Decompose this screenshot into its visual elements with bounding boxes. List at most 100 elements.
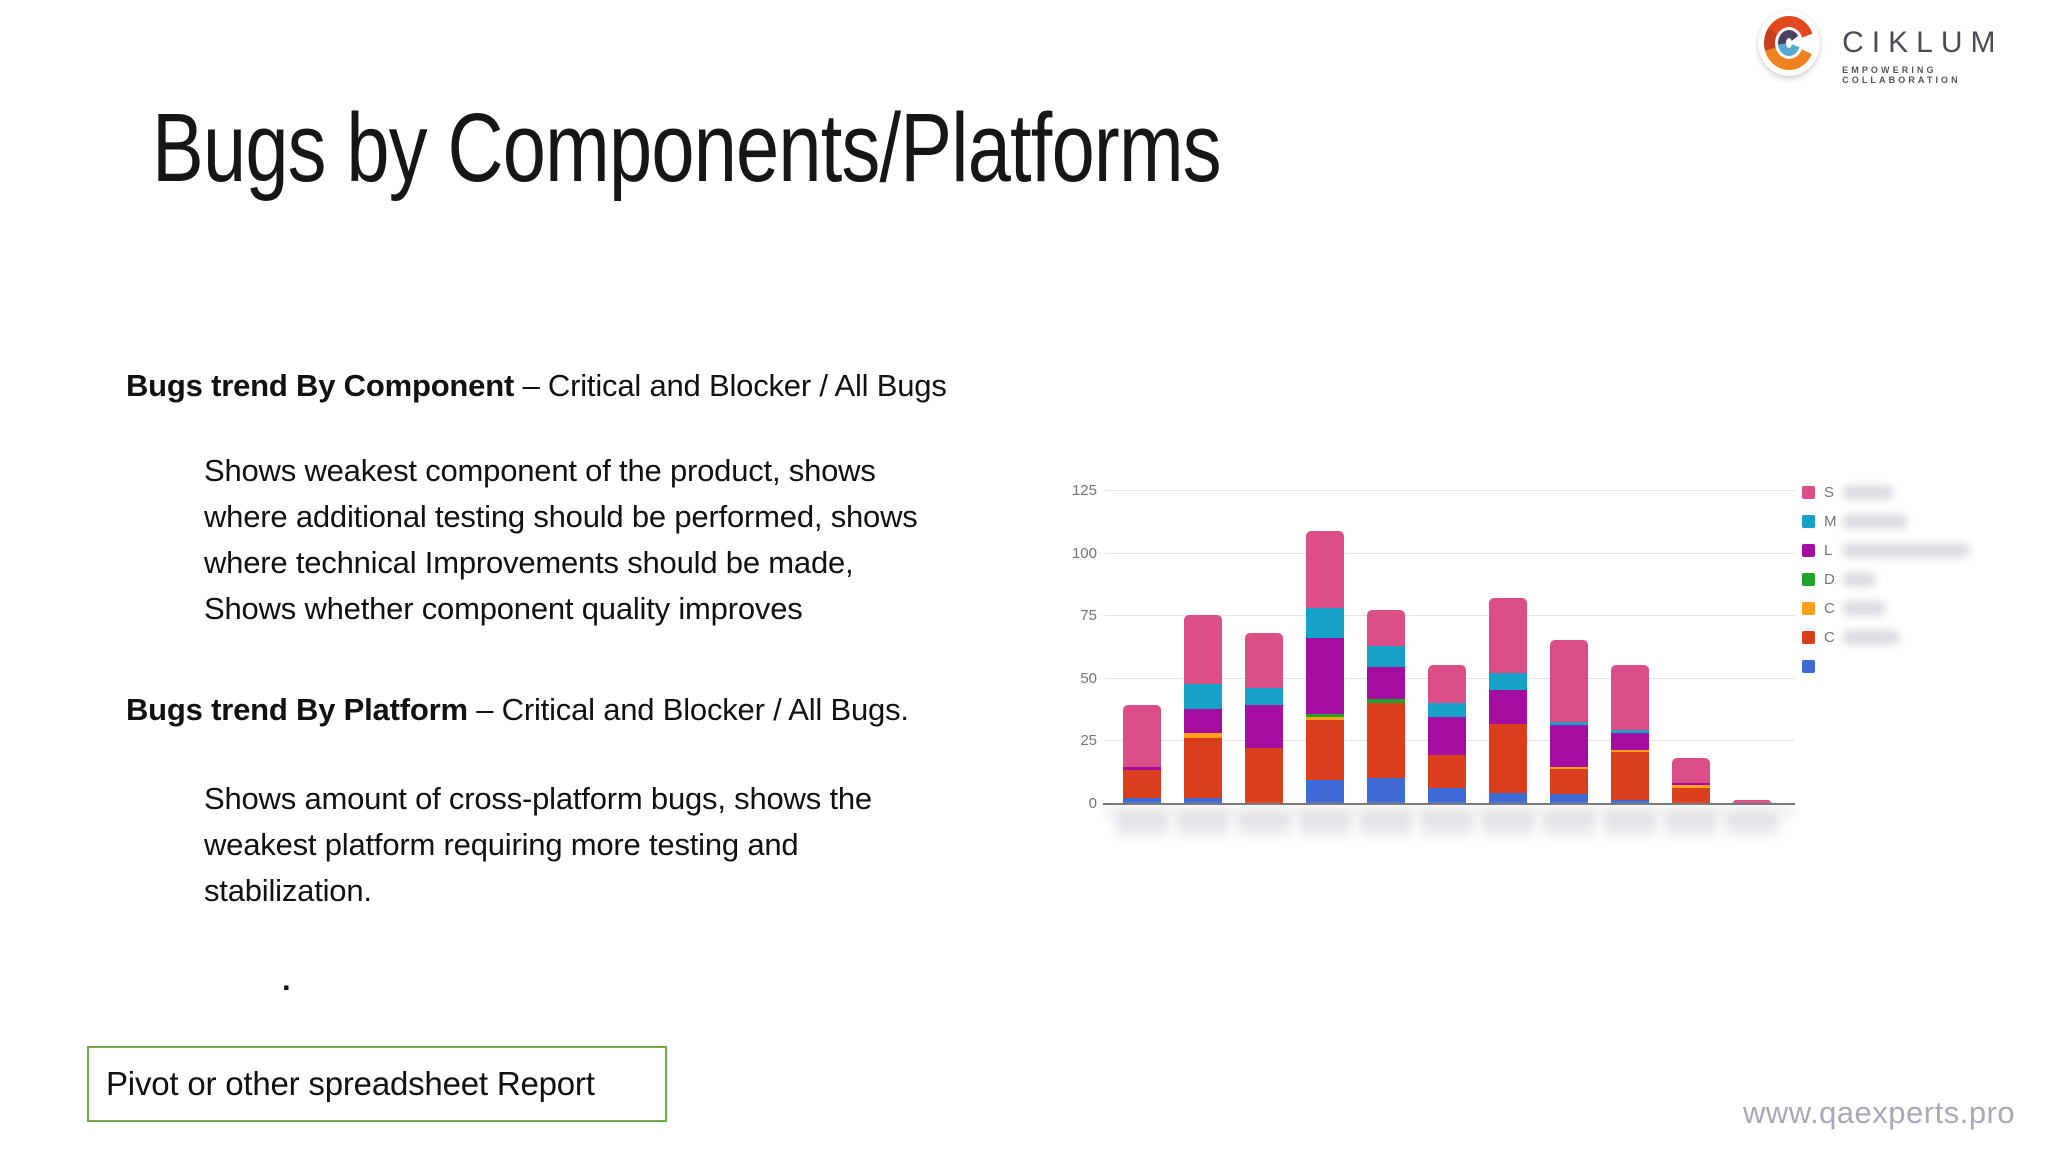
text-line: Shows whether component quality improves [204, 591, 803, 626]
bar-segment-series-blue [1428, 787, 1466, 803]
bar-column-9 [1611, 665, 1649, 803]
bar-segment-series-teal [1611, 730, 1649, 733]
legend-swatch-6 [1802, 631, 1815, 644]
bar-segment-series-orange [1672, 785, 1710, 788]
bar-segment-series-pink [1428, 665, 1466, 703]
x-axis-label-redacted [1237, 813, 1291, 838]
bar-segment-series-pink [1245, 632, 1283, 688]
legend-label-redacted [1842, 543, 1970, 558]
x-axis-label-redacted [1176, 813, 1230, 838]
bar-column-7 [1489, 597, 1527, 803]
bar-segment-series-pink [1123, 705, 1161, 767]
legend-swatch-1 [1802, 486, 1815, 499]
bar-segment-series-pink [1306, 531, 1344, 608]
text-line: stabilization. [204, 873, 372, 908]
bar-segment-series-purple [1611, 732, 1649, 751]
bar-segment-series-red [1367, 702, 1405, 778]
legend-label-visible-letter: M [1824, 513, 1837, 530]
x-axis-label-redacted [1664, 813, 1718, 838]
y-axis-tick-label: 25 [1080, 732, 1097, 750]
axis-shadow [1105, 807, 1795, 822]
bar-segment-series-teal [1306, 607, 1344, 638]
bar-segment-series-red [1306, 720, 1344, 781]
bar-column-6 [1428, 665, 1466, 803]
bar-segment-series-pink [1489, 597, 1527, 673]
legend-label-visible-letter: C [1824, 600, 1835, 617]
legend-label-visible-letter: D [1824, 571, 1835, 588]
y-axis-tick-label: 50 [1080, 669, 1097, 687]
x-axis-label-redacted [1359, 813, 1413, 838]
bar-segment-series-purple [1306, 637, 1344, 715]
bar-segment-series-red [1489, 724, 1527, 793]
y-axis-tick-label: 75 [1080, 607, 1097, 625]
bar-segment-series-blue [1123, 797, 1161, 803]
bar-segment-series-purple [1428, 716, 1466, 756]
heading-regular-part: – Critical and Blocker / All Bugs. [467, 692, 909, 727]
report-box-label: Pivot or other spreadsheet Report [106, 1065, 595, 1102]
logo-inner-hole [1786, 38, 1793, 48]
legend-label-redacted [1842, 485, 1894, 500]
legend-label-redacted [1842, 630, 1900, 645]
bar-segment-series-red [1550, 769, 1588, 795]
x-axis-label-redacted [1481, 813, 1535, 838]
bar-segment-series-pink [1733, 800, 1771, 803]
bar-column-3 [1245, 632, 1283, 803]
bar-segment-series-pink [1672, 757, 1710, 783]
legend-label-redacted [1842, 572, 1876, 587]
x-axis-label-redacted [1725, 813, 1779, 838]
bar-segment-series-pink [1184, 615, 1222, 685]
bar-segment-series-purple [1184, 709, 1222, 733]
bar-segment-series-green [1306, 714, 1344, 717]
bar-column-1 [1123, 705, 1161, 803]
bar-segment-series-purple [1672, 782, 1710, 786]
stray-period: . [282, 962, 291, 997]
x-axis-label-redacted [1115, 813, 1169, 838]
bar-segment-series-orange [1611, 750, 1649, 752]
bar-segment-series-red [1428, 755, 1466, 788]
x-axis-label-redacted [1420, 813, 1474, 838]
bar-segment-series-pink [1611, 665, 1649, 731]
heading-regular-part: – Critical and Blocker / All Bugs [514, 368, 947, 403]
gridline-75 [1105, 615, 1795, 617]
legend-label-visible-letter: C [1824, 629, 1835, 646]
gridline-25 [1105, 740, 1795, 742]
legend-swatch-3 [1802, 544, 1815, 557]
ciklum-logo: CIKLUM EMPOWERING COLLABORATION [1758, 10, 2048, 85]
y-axis-tick-label: 100 [1071, 544, 1097, 562]
slide-title: Bugs by Components/Platforms [152, 93, 1222, 202]
bar-segment-series-blue [1184, 797, 1222, 803]
legend-swatch-4 [1802, 573, 1815, 586]
legend-label-redacted [1842, 601, 1886, 616]
bar-segment-series-pink [1367, 610, 1405, 647]
gridline-100 [1105, 552, 1795, 554]
gridline-50 [1105, 677, 1795, 679]
text-line: where technical Improvements should be m… [204, 545, 854, 580]
legend-label-redacted [1842, 514, 1908, 529]
paragraph-platform: Shows amount of cross-platform bugs, sho… [204, 776, 872, 914]
bar-segment-series-teal [1367, 646, 1405, 667]
bar-segment-series-purple [1367, 666, 1405, 700]
ciklum-logo-icon [1758, 10, 1821, 76]
text-line: weakest platform requiring more testing … [204, 827, 799, 862]
bar-segment-series-blue [1550, 794, 1588, 803]
bar-segment-series-red [1611, 751, 1649, 801]
heading-bugs-trend-by-component: Bugs trend By Component – Critical and B… [126, 368, 947, 404]
bar-segment-series-orange [1184, 732, 1222, 738]
bar-segment-series-red [1184, 737, 1222, 798]
heading-bugs-trend-by-platform: Bugs trend By Platform – Critical and Bl… [126, 692, 909, 728]
y-axis-tick-label: 125 [1071, 482, 1097, 499]
logo-tagline: EMPOWERING COLLABORATION [1842, 65, 1961, 85]
text-line: Shows amount of cross-platform bugs, sho… [204, 781, 872, 816]
legend-label-visible-letter: L [1824, 542, 1833, 559]
bar-segment-series-teal [1489, 672, 1527, 691]
bar-segment-series-purple [1245, 705, 1283, 748]
bar-segment-series-blue [1306, 780, 1344, 803]
bar-segment-series-purple [1489, 690, 1527, 725]
logo-brand: CIKLUM [1842, 26, 2004, 59]
bar-segment-series-purple [1123, 766, 1161, 771]
bar-column-5 [1367, 610, 1405, 803]
bar-segment-series-blue [1367, 777, 1405, 803]
x-axis-line [1103, 803, 1795, 805]
text-line: Shows weakest component of the product, … [204, 453, 876, 488]
legend-swatch-5 [1802, 602, 1815, 615]
